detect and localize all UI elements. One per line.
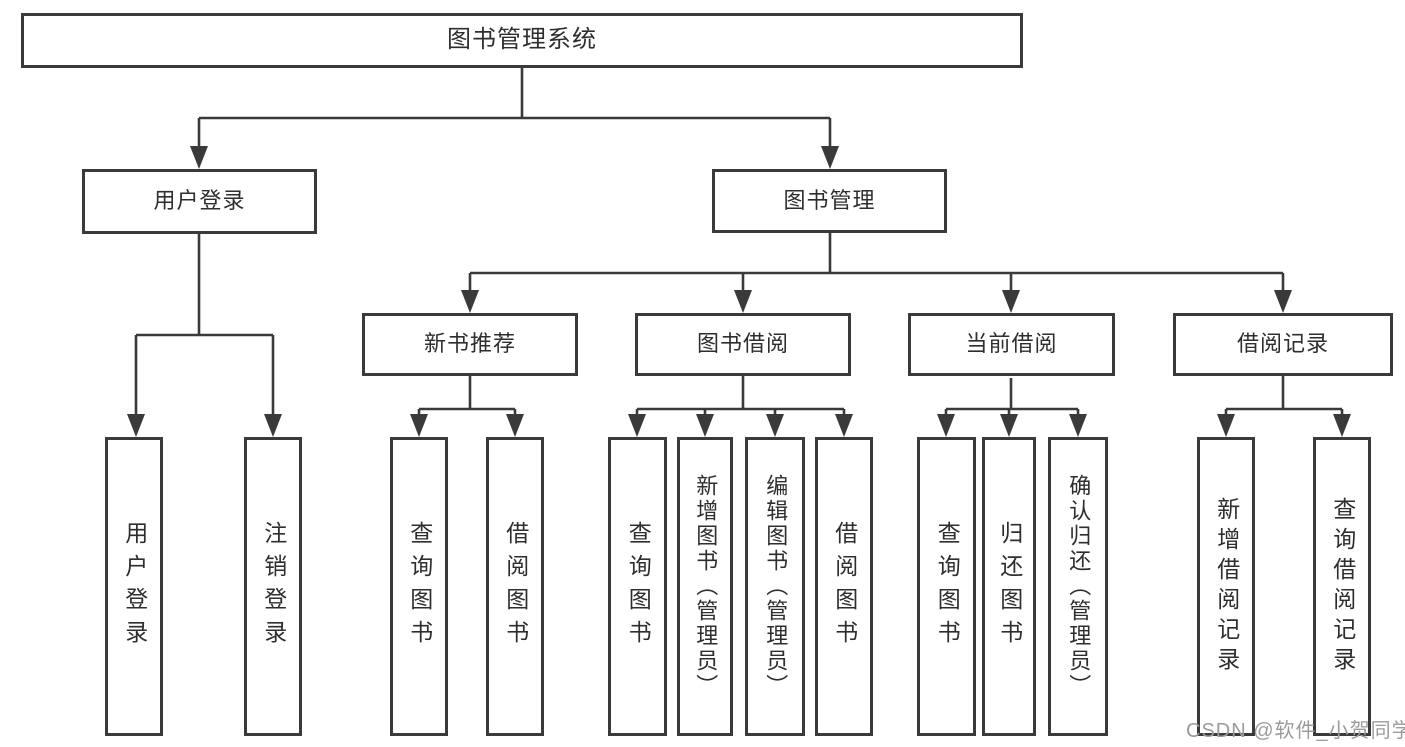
node-current-borrowing: 当前借阅 bbox=[908, 313, 1115, 376]
connector-bookborrow-children bbox=[628, 376, 853, 437]
node-user-login: 用户登录 bbox=[82, 169, 317, 234]
connector-root-to-level2 bbox=[190, 68, 839, 169]
leaf-query-borrow-record: 查询借阅记录 bbox=[1313, 437, 1371, 736]
csdn-watermark: CSDN @软件_小贺同学 bbox=[1186, 720, 1405, 742]
connector-currentborrow-children bbox=[937, 378, 1087, 437]
leaf-query-books-recommend: 查询图书 bbox=[390, 437, 448, 736]
connector-newbook-children bbox=[410, 376, 524, 437]
leaf-add-book-admin: 新增图书（管理员） bbox=[677, 437, 733, 736]
leaf-return-book: 归还图书 bbox=[982, 437, 1036, 736]
leaf-query-books-borrowing: 查询图书 bbox=[608, 437, 667, 736]
node-book-borrowing: 图书借阅 bbox=[635, 313, 851, 376]
leaf-logout: 注销登录 bbox=[244, 437, 302, 736]
node-book-management: 图书管理 bbox=[712, 169, 947, 233]
leaf-borrow-books: 借阅图书 bbox=[815, 437, 873, 736]
leaf-edit-book-admin: 编辑图书（管理员） bbox=[745, 437, 805, 736]
leaf-borrow-books-recommend: 借阅图书 bbox=[486, 437, 544, 736]
leaf-user-login: 用户登录 bbox=[105, 437, 163, 736]
leaf-confirm-return-admin: 确认归还（管理员） bbox=[1048, 437, 1108, 736]
connector-bookmgmt-to-level3 bbox=[461, 232, 1292, 313]
node-library-management-system: 图书管理系统 bbox=[21, 13, 1023, 68]
leaf-add-borrow-record: 新增借阅记录 bbox=[1197, 437, 1255, 736]
leaf-query-books-current: 查询图书 bbox=[917, 437, 976, 736]
connector-userlogin-children bbox=[127, 234, 282, 437]
connector-borrowrecords-children bbox=[1217, 376, 1351, 437]
node-new-book-recommendation: 新书推荐 bbox=[362, 313, 578, 376]
node-borrowing-records: 借阅记录 bbox=[1173, 313, 1393, 376]
